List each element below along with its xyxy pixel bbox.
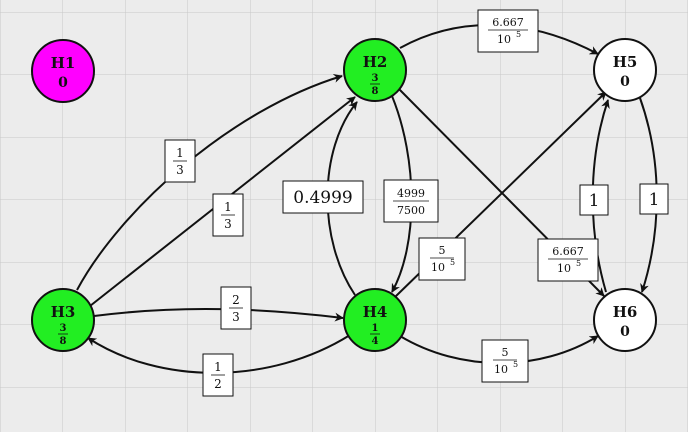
edge-label-h2-h6: 6.667 10 5 [537,238,599,282]
edge-label-num: 5 [502,346,509,359]
edge-label-exp: 5 [450,258,455,267]
node-value-den: 8 [372,86,379,97]
edge-label-exp: 5 [576,259,581,268]
edge-label-num: 1 [176,146,184,160]
node-label: H4 [363,303,388,321]
node-h3: H3 3 8 [31,288,95,352]
node-h4: H4 1 4 [343,288,407,352]
node-value: 0 [620,74,630,90]
edge-label-h2-h5: 6.667 10 5 [477,9,539,53]
edge-label-den: 7500 [397,204,425,217]
node-value: 0 [58,75,68,91]
node-value-num: 1 [372,323,379,334]
edge-label-h4-h5: 5 10 5 [418,237,466,281]
edge-label-num: 4999 [397,187,425,200]
edge-label-h4-h3-diag: 1 3 [212,193,244,237]
edge-label-h3-h4: 2 3 [220,286,252,330]
edge-label-h3-h2: 1 3 [164,139,196,183]
node-value-num: 3 [60,323,67,334]
edge-label-num: 6.667 [552,245,584,258]
edge-label-num: 2 [232,293,240,307]
edge-label-h2-h4: 4999 7500 [383,179,439,223]
edge-label-h4-h6: 5 10 5 [481,339,529,383]
edge-label-den: 10 [431,261,445,274]
edge-label-num: 5 [439,244,446,257]
edge-label-exp: 5 [516,30,521,39]
node-value-num: 3 [372,73,379,84]
node-h5: H5 0 [593,38,657,102]
edge-label-h5-h6: 1 [639,183,669,215]
edge-label-h4-h2: 0.4999 [282,180,364,214]
edge-label-text: 1 [649,190,660,210]
edge-label-text: 1 [589,191,600,211]
edge-label-den: 3 [176,163,184,177]
edge-label-exp: 5 [513,360,518,369]
node-label: H5 [613,53,638,71]
edge-h3-h4 [93,308,344,322]
node-value-den: 8 [60,336,67,347]
node-h2: H2 3 8 [343,38,407,102]
node-label: H2 [363,53,388,71]
edge-label-den: 3 [224,217,232,231]
edge-label-num: 1 [224,200,232,214]
edge-label-den: 10 [557,262,571,275]
edge-label-den: 2 [214,377,222,391]
edge-label-den: 10 [497,33,511,46]
edge-label-h6-h5: 1 [579,184,609,216]
node-value-den: 4 [372,336,379,347]
node-label: H1 [51,54,76,72]
edge-label-num: 6.667 [492,16,524,29]
edge-label-num: 1 [214,360,222,374]
edge-label-h4-h3-lower: 1 2 [202,353,234,397]
edge-label-den: 3 [232,310,240,324]
node-h6: H6 0 [593,288,657,352]
edge-label-text: 0.4999 [293,188,352,208]
node-label: H3 [51,303,76,321]
node-value: 0 [620,324,630,340]
node-label: H6 [613,303,638,321]
edge-label-den: 10 [494,363,508,376]
node-h1: H1 0 [31,39,95,103]
